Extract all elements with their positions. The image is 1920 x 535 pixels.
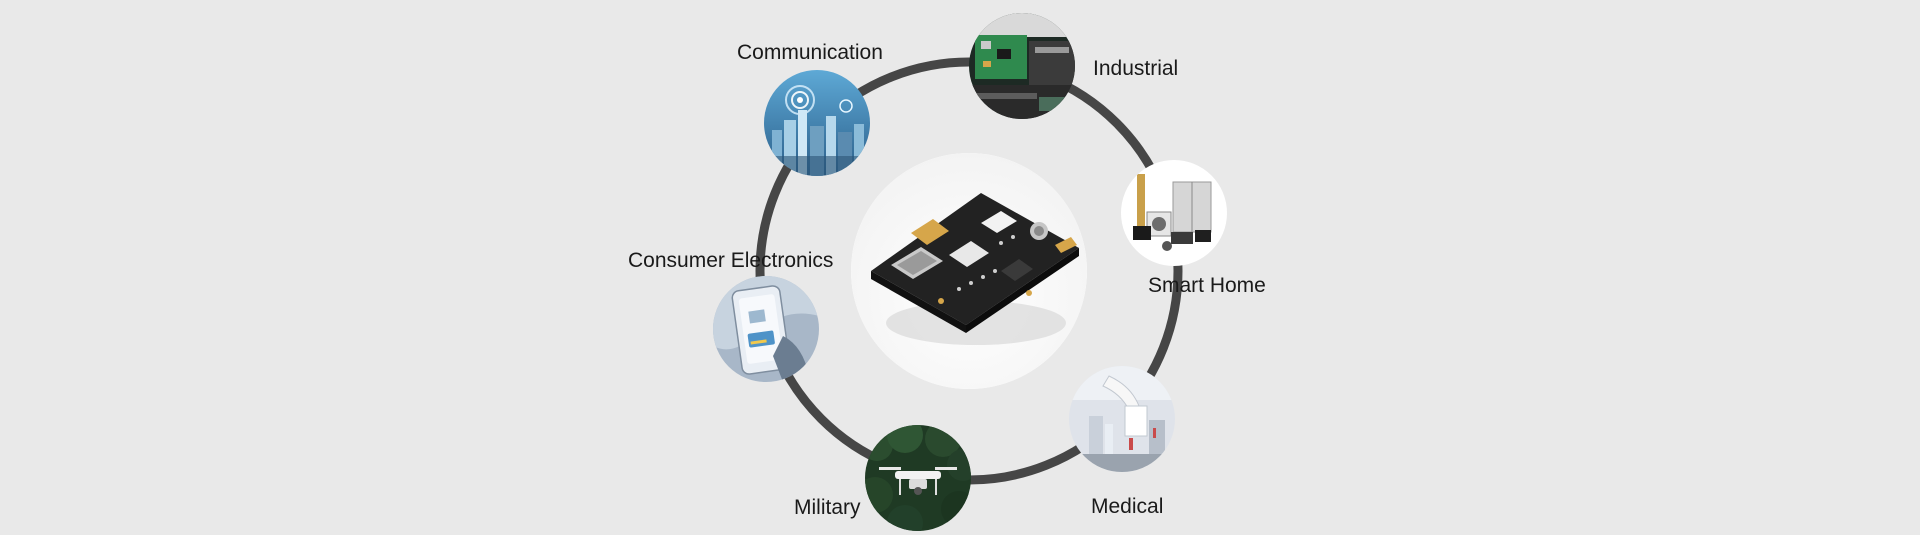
pcb-assembly-machine-image (969, 13, 1075, 119)
label-smart-home: Smart Home (1148, 274, 1266, 297)
label-industrial: Industrial (1093, 57, 1179, 80)
label-communication: Communication (737, 41, 883, 64)
smart-city-network-image (764, 70, 870, 176)
home-appliances-image (1121, 160, 1227, 266)
drone-image (865, 425, 971, 531)
label-consumer-electronics: Consumer Electronics (628, 249, 834, 272)
label-medical: Medical (1091, 495, 1164, 518)
pcb-board-image (851, 153, 1087, 389)
label-military: Military (794, 496, 861, 519)
smartphone-image (713, 276, 819, 382)
lab-equipment-image (1069, 366, 1175, 472)
